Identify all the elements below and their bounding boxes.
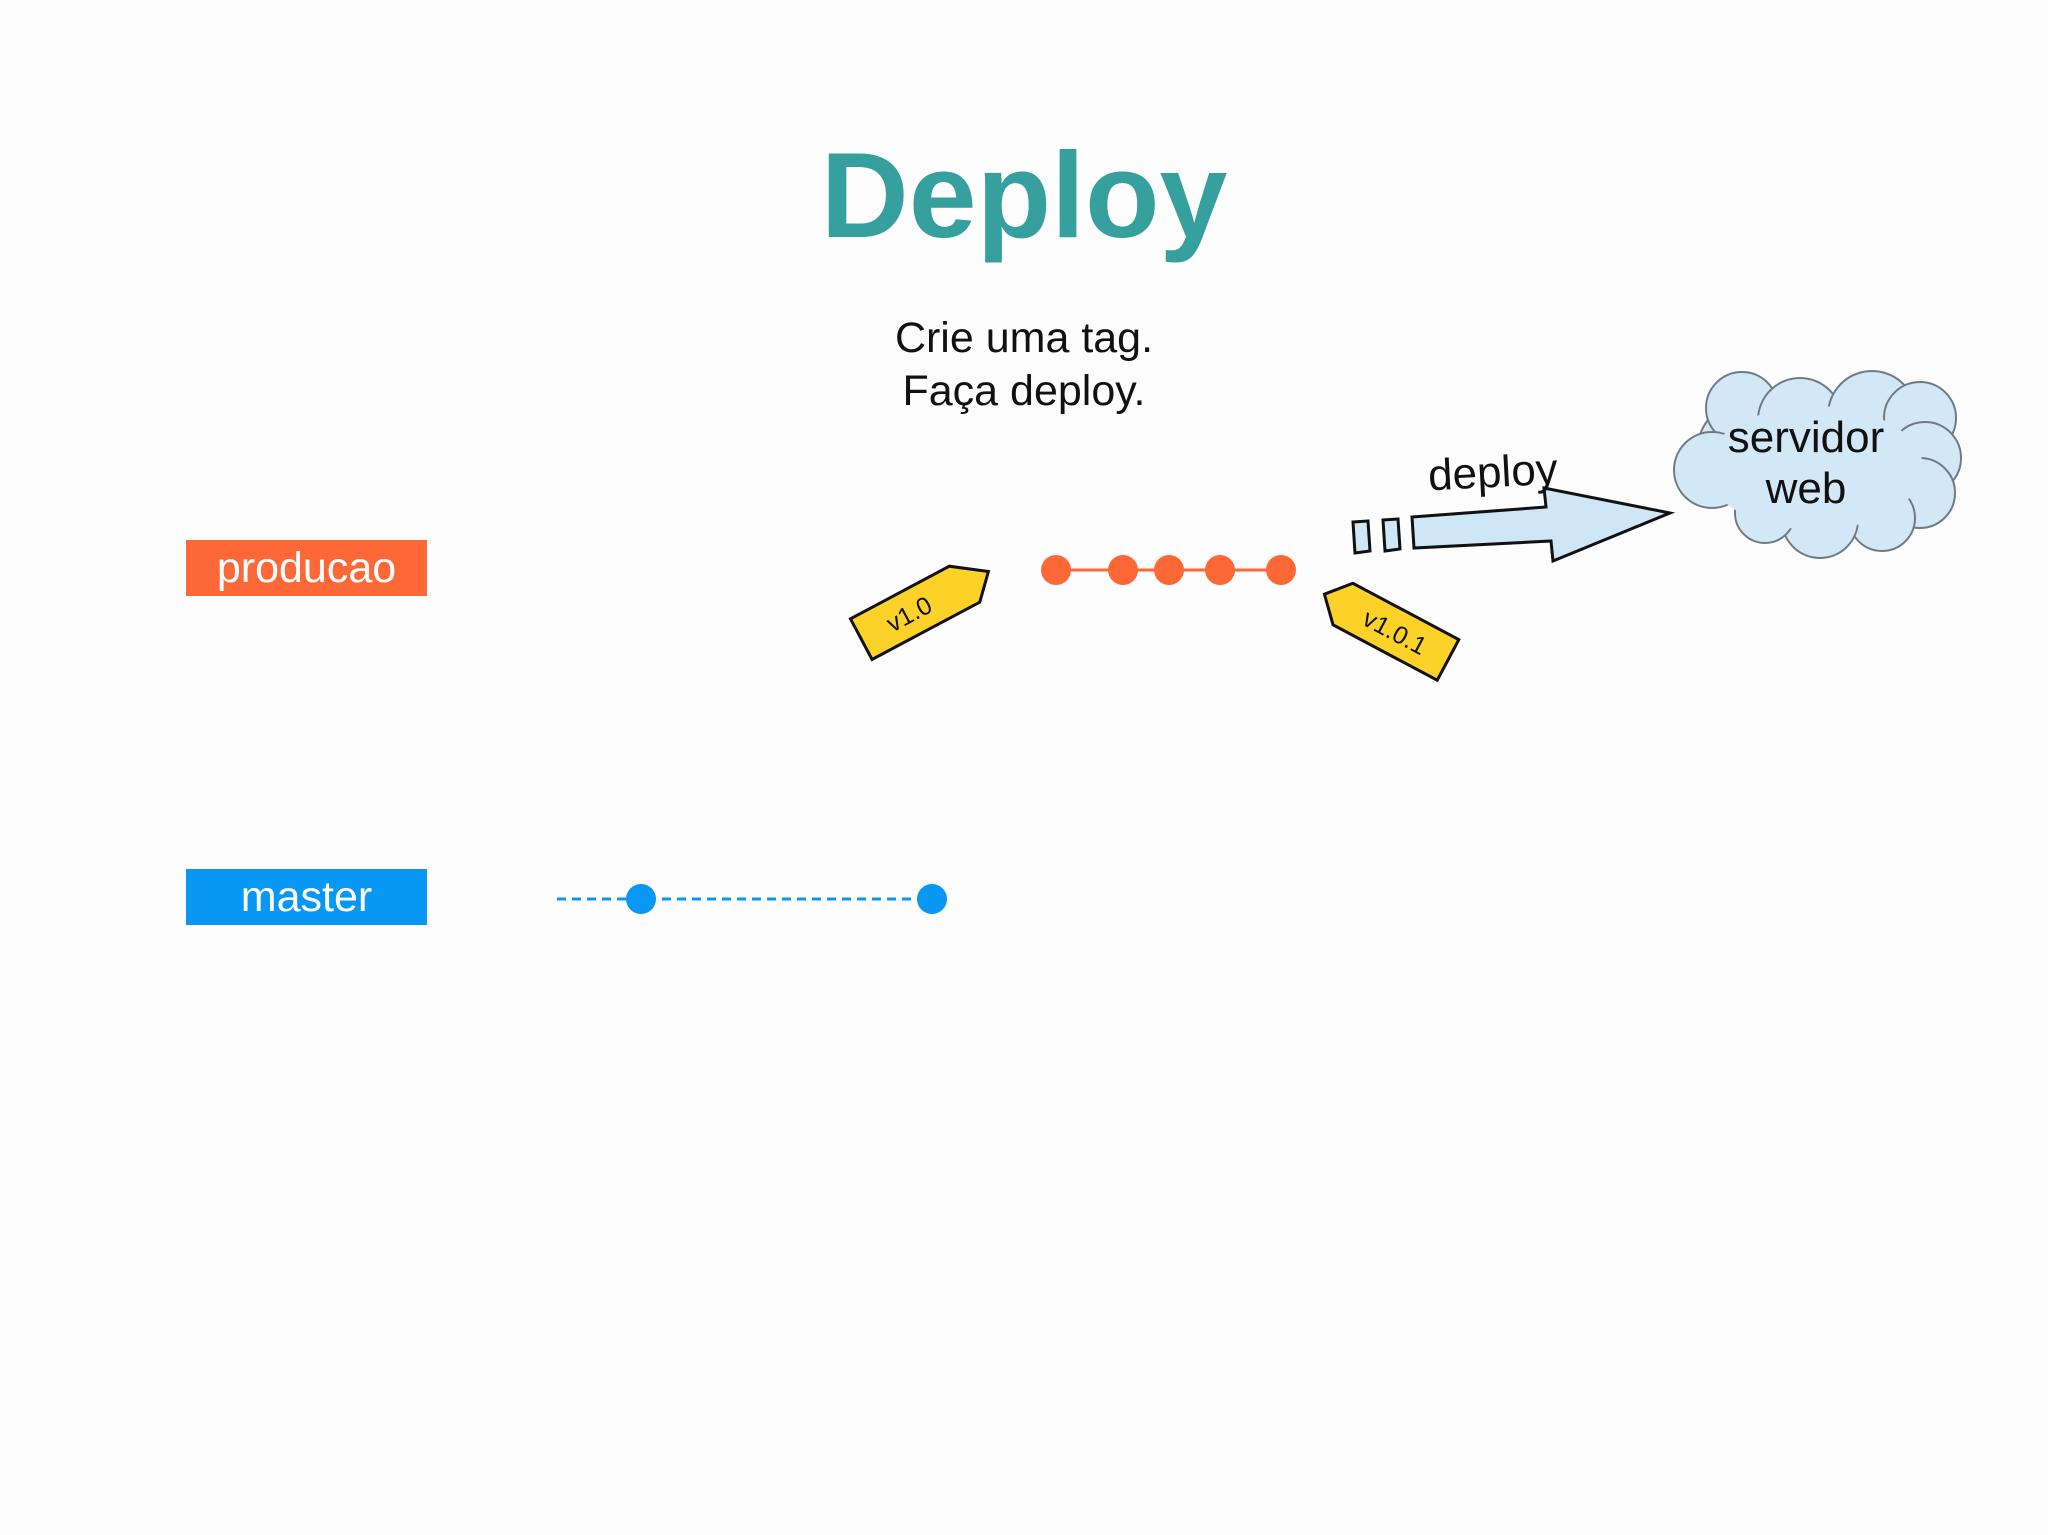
server-cloud: servidor web: [1673, 370, 1962, 559]
instruction-line-2: Faça deploy.: [902, 367, 1146, 415]
producao-commit-4: [1205, 555, 1235, 585]
tag-v1-0-1: v1.0.1: [1322, 581, 1461, 683]
server-label-line-1: servidor: [1728, 413, 1885, 462]
instructions: Crie uma tag. Faça deploy.: [824, 312, 1224, 418]
tag-v1-0: v1.0: [848, 564, 991, 662]
tag-shape-v1-0-1: [1322, 581, 1461, 683]
cloud-center: [1707, 406, 1923, 530]
branch-label-producao: producao: [186, 540, 427, 596]
master-commit-2: [917, 884, 947, 914]
arrow-tail-segment-1: [1351, 519, 1372, 555]
producao-commit-5: [1266, 555, 1296, 585]
server-label-line-2: web: [1765, 464, 1847, 513]
branch-label-master: master: [186, 869, 427, 925]
arrow-body: [1410, 486, 1676, 564]
tag-shape-v1-0: [848, 564, 991, 662]
page-title: Deploy: [820, 127, 1228, 263]
producao-commit-1: [1041, 555, 1071, 585]
master-commit-1: [626, 884, 656, 914]
producao-commit-2: [1108, 555, 1138, 585]
instruction-line-1: Crie uma tag.: [894, 314, 1154, 362]
arrow-tail-segment-2: [1381, 517, 1402, 553]
deploy-arrow: [1351, 486, 1676, 564]
deploy-label: deploy: [1427, 445, 1559, 501]
producao-commit-3: [1154, 555, 1184, 585]
